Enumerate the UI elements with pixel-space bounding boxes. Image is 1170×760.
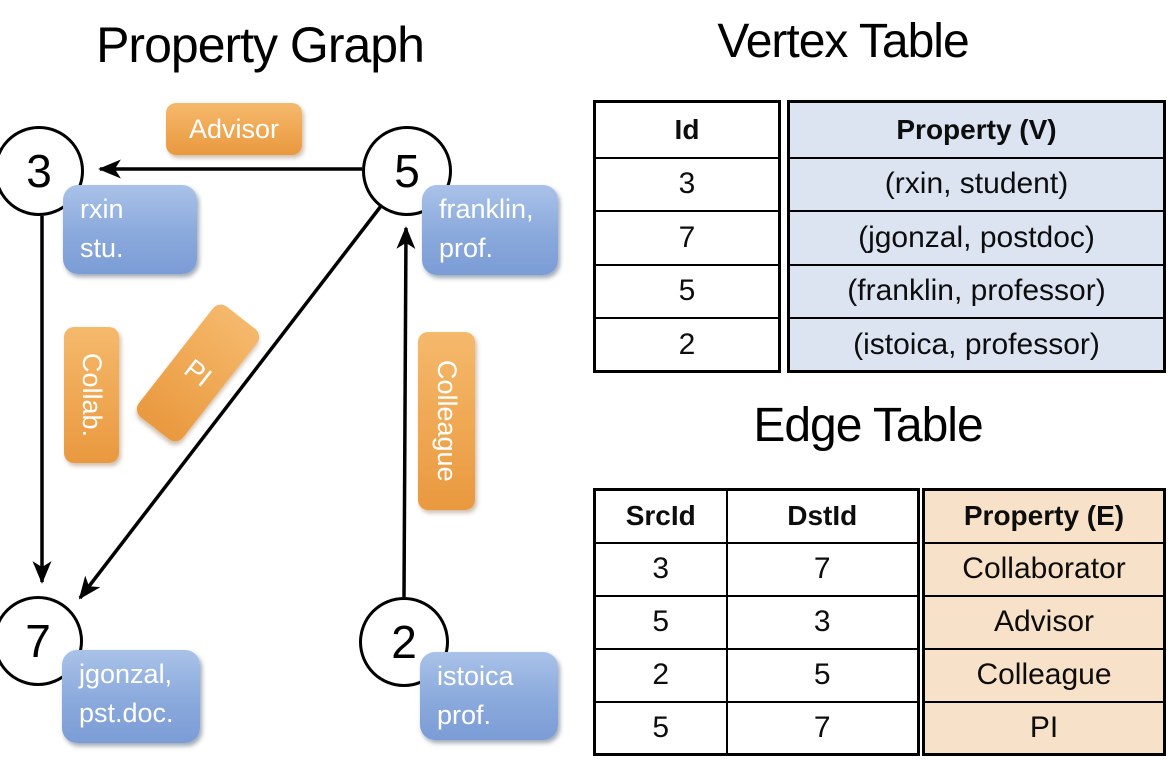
edge-label-advisor: Advisor (166, 103, 302, 155)
table-row: (rxin, student) (787, 156, 1166, 212)
edge-2-to-5 (396, 226, 416, 598)
table-row: Colleague (922, 647, 1166, 703)
node-id: 2 (391, 616, 417, 668)
table-row: 5 3 (593, 594, 920, 650)
node-id: 7 (25, 615, 51, 667)
column-header-dstid: DstId (725, 488, 920, 544)
vertex-property-label-3: rxin stu. (63, 185, 197, 274)
table-row: 7 (593, 210, 781, 266)
table-row: 5 (593, 263, 781, 319)
column-header-property-v: Property (V) (787, 100, 1166, 159)
table-row: 5 7 (593, 700, 920, 756)
table-row: PI (922, 700, 1166, 756)
table-row: 3 7 (593, 541, 920, 597)
vertex-table-id-column: Id 3 7 5 2 (593, 100, 781, 373)
table-row: 2 (593, 317, 781, 373)
vertex-table-title: Vertex Table (717, 15, 969, 68)
table-row: (franklin, professor) (787, 263, 1166, 319)
node-id: 5 (394, 145, 420, 197)
graph-edges-canvas (32, 159, 416, 600)
edge-label-collab: Collab. (64, 327, 119, 463)
vertex-property-label-5: franklin, prof. (422, 185, 558, 275)
table-row: Advisor (922, 594, 1166, 650)
vertex-property-label-2: istoica prof. (420, 652, 558, 740)
table-row: (istoica, professor) (787, 317, 1166, 373)
vertex-table-property-column: Property (V) (rxin, student) (jgonzal, p… (787, 100, 1166, 373)
node-id: 3 (26, 145, 52, 197)
table-row: 2 5 (593, 647, 920, 703)
column-header-id: Id (593, 100, 781, 159)
edge-table-title: Edge Table (753, 399, 983, 452)
property-graph-title: Property Graph (96, 17, 425, 73)
edge-table-src-dst-columns: SrcId DstId 3 7 5 3 2 5 5 7 (593, 488, 920, 756)
table-row: 3 (593, 156, 781, 212)
vertex-property-label-7: jgonzal, pst.doc. (62, 650, 200, 743)
table-row: (jgonzal, postdoc) (787, 210, 1166, 266)
edge-5-to-7 (78, 204, 383, 600)
table-row: Collaborator (922, 541, 1166, 597)
column-header-srcid: SrcId (593, 488, 728, 544)
column-header-property-e: Property (E) (922, 488, 1166, 544)
edge-label-colleague: Colleague (418, 332, 475, 510)
edge-table-property-column: Property (E) Collaborator Advisor Collea… (922, 488, 1166, 756)
